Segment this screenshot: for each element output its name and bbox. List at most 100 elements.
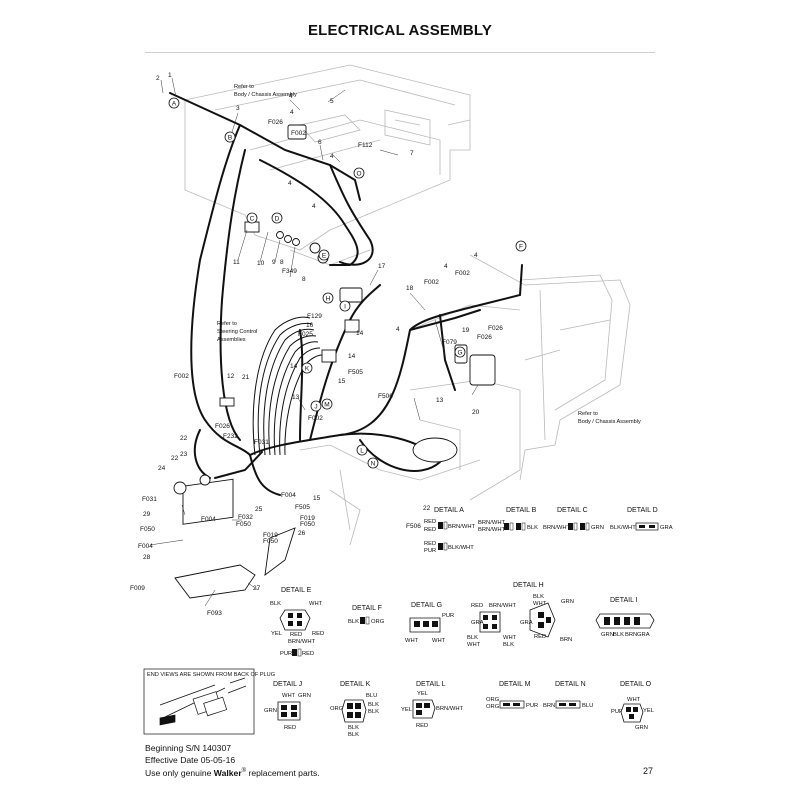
detail-h-wht-top: WHT — [533, 601, 547, 607]
detail-e: DETAIL E BLK WHT YEL RED RED BRN/WHT PUR… — [270, 587, 324, 657]
battery-tray — [174, 564, 256, 599]
part-16: 16 — [306, 322, 314, 329]
detail-k-blk3: BLK — [348, 725, 359, 731]
relay-2 — [321, 349, 337, 363]
key-switch — [339, 287, 363, 303]
part-13: 13 — [436, 397, 444, 404]
f002-e: F002 — [174, 373, 189, 380]
f002-a: F002 — [291, 130, 306, 137]
part-15: 15 — [338, 378, 346, 385]
part-14b: 14 — [348, 353, 356, 360]
page-title: ELECTRICAL ASSEMBLY — [307, 22, 493, 39]
ref-body-right-1: Refer to — [578, 411, 598, 417]
detail-n-l: BRN — [543, 703, 555, 709]
title-rule — [145, 52, 655, 53]
part-4b: 4 — [290, 109, 294, 116]
grommet-3 — [292, 238, 300, 246]
sensor — [309, 242, 321, 254]
part-7: 7 — [410, 150, 414, 157]
part-19: 19 — [462, 327, 470, 334]
f009: F009 — [130, 585, 145, 592]
detail-i-w1: GRN — [601, 632, 614, 638]
part-18: 18 — [406, 285, 414, 292]
detail-b-l2: BRN/WHT — [478, 527, 506, 533]
part-8b: 8 — [280, 259, 284, 266]
ref-steer-1: Refer to — [217, 321, 237, 327]
part-1: 1 — [168, 72, 172, 79]
footer-date: Effective Date 05-05-16 — [145, 754, 236, 765]
detail-k-blk2: BLK — [368, 709, 379, 715]
part-14a: 14 — [356, 330, 364, 337]
detail-a: DETAIL A RED RED BRN/WHT RED PUR BLK/WHT — [424, 507, 476, 554]
detail-l-yel: YEL — [417, 691, 429, 697]
f031-b: F031 — [142, 496, 157, 503]
detail-e-blk: BLK — [270, 601, 281, 607]
f002-b: F002 — [424, 279, 439, 286]
detail-e-pur: PUR — [280, 651, 292, 657]
part-4c: 4 — [330, 153, 334, 160]
part-26: 26 — [298, 530, 306, 537]
part-callouts: 1 2 3 4 4 5 6 7 F026 F002 F112 4 4 4 11 … — [130, 72, 503, 617]
footer-notice: Use only genuine Walker® replacement par… — [145, 766, 320, 779]
relay-1 — [344, 319, 360, 333]
connector-letters: A B C D E F G H I J K L N O M — [172, 101, 523, 468]
ref-body-right-2: Body / Chassis Assembly — [578, 419, 641, 425]
detail-o-yel: YEL — [643, 708, 655, 714]
f232: F232 — [223, 433, 238, 440]
detail-l-title: DETAIL L — [416, 681, 446, 688]
detail-g-wht2: WHT — [432, 638, 446, 644]
f019-a: F019 — [300, 515, 315, 522]
detail-j-grn: GRN — [298, 693, 311, 699]
part-15b: 15 — [313, 495, 321, 502]
part-6: 6 — [318, 139, 322, 146]
detail-e-yel: YEL — [271, 631, 283, 637]
detail-j: DETAIL J WHT GRN GRN RED — [264, 681, 311, 731]
f004-c: F004 — [138, 543, 153, 550]
f129: F129 — [307, 313, 322, 320]
footer-reg: ® — [241, 768, 247, 774]
detail-h-blk-top: BLK — [533, 594, 544, 600]
solenoid — [469, 354, 496, 386]
f026-a: F026 — [268, 119, 283, 126]
fuse-block — [287, 124, 307, 140]
ref-body-2: Body / Chassis Assembly — [234, 92, 297, 98]
detail-k-blk1: BLK — [368, 702, 379, 708]
detail-n-title: DETAIL N — [555, 681, 586, 688]
detail-b: DETAIL B BRN/WHT BRN/WHT BLK — [478, 507, 538, 533]
detail-l-red: RED — [416, 723, 428, 729]
detail-a-pur: PUR — [424, 548, 436, 554]
part-10: 10 — [257, 260, 265, 267]
detail-h-blk-b: BLK — [503, 642, 514, 648]
detail-b-l1: BRN/WHT — [478, 520, 506, 526]
detail-o-title: DETAIL O — [620, 681, 652, 688]
refer-notes: Refer to Body / Chassis Assembly Refer t… — [217, 84, 641, 425]
detail-d-title: DETAIL D — [627, 507, 658, 514]
detail-o-pur: PUR — [611, 709, 623, 715]
ref-steer-3: Assemblies — [217, 337, 246, 343]
f050-c: F050 — [140, 526, 155, 533]
part-21: 21 — [242, 374, 250, 381]
detail-e-red2: RED — [312, 631, 324, 637]
callout-l: L — [360, 448, 364, 455]
part-14c: 14 — [290, 363, 298, 370]
part-5: 5 — [330, 98, 334, 105]
callout-g: G — [457, 350, 462, 357]
callout-o: O — [356, 171, 361, 178]
detail-k-org: ORG — [330, 706, 344, 712]
detail-i-w2: BLK — [613, 632, 624, 638]
part-4d: 4 — [288, 180, 292, 187]
part-13b: 13 — [292, 394, 300, 401]
footer: Beginning S/N 140307 Effective Date 05-0… — [145, 743, 320, 779]
detail-h-title: DETAIL H — [513, 582, 544, 589]
detail-j-wht: WHT — [282, 693, 296, 699]
part-25: 25 — [255, 506, 263, 513]
callout-a: A — [172, 101, 177, 108]
part-29: 29 — [143, 511, 151, 518]
end-view-note: END VIEWS ARE SHOWN FROM BACK OF PLUG — [143, 668, 275, 735]
f093: F093 — [207, 610, 222, 617]
gauge-2 — [199, 474, 211, 486]
callout-c: C — [250, 216, 255, 223]
f031-a: F031 — [254, 439, 269, 446]
detail-e-title: DETAIL E — [281, 587, 312, 594]
detail-j-title: DETAIL J — [273, 681, 302, 688]
